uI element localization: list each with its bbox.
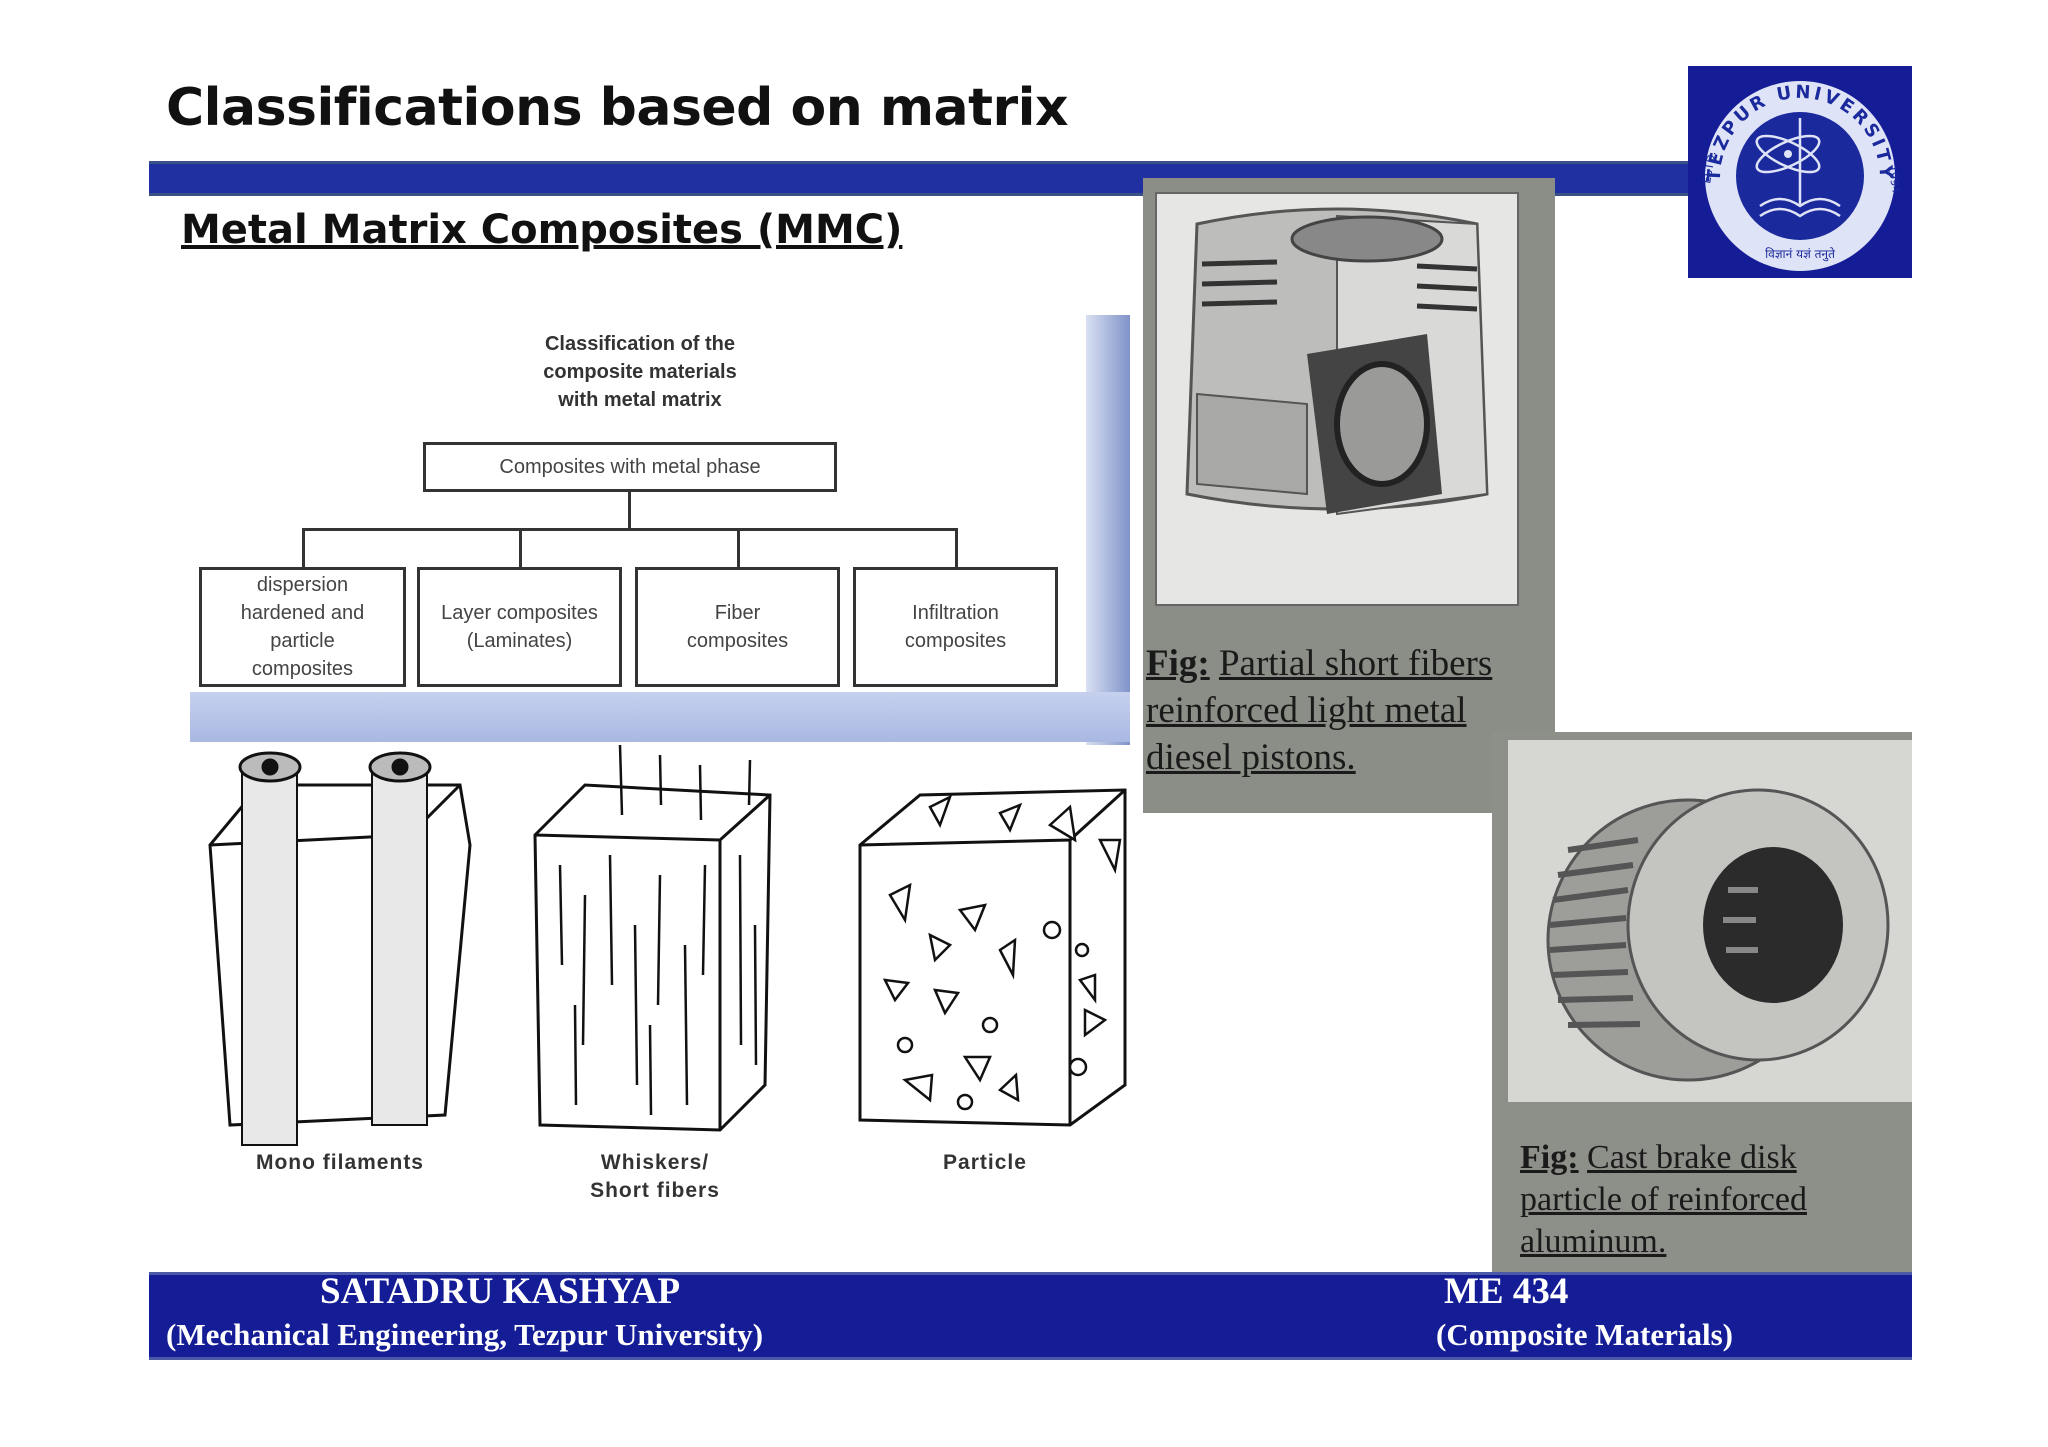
footer-course-code: ME 434: [1444, 1271, 1569, 1312]
fig-label: Fig:: [1146, 643, 1210, 684]
connector-line: [302, 528, 305, 568]
diagram-shadow-bottom: [190, 692, 1130, 742]
slide-footer: [149, 1272, 1912, 1360]
reinforcement-illustrations: Mono filaments Whiskers/ Short fibers Pa…: [190, 744, 1130, 1215]
piston-caption: Fig: Partial short fibers reinforced lig…: [1146, 643, 1493, 778]
diagram-child-node: Layer composites (Laminates): [417, 567, 622, 687]
diagram-child-node: Fiber composites: [635, 567, 840, 687]
diagram-title: Classification of the composite material…: [543, 333, 737, 411]
footer-author: SATADRU KASHYAP: [320, 1271, 681, 1312]
university-emblem-icon: TEZPUR UNIVERSITY ESTD. 1994 विज्ञानं यज…: [1700, 81, 1903, 271]
footer-affiliation: (Mechanical Engineering, Tezpur Universi…: [166, 1317, 764, 1352]
piston-image: [1185, 207, 1489, 516]
university-logo: TEZPUR UNIVERSITY ESTD. 1994 विज्ञानं यज…: [1688, 66, 1912, 278]
mono-filaments-drawing: [208, 751, 472, 1146]
fig-label: Fig:: [1520, 1139, 1579, 1176]
illustration-label: Whiskers/ Short fibers: [590, 1151, 720, 1202]
piston-photo: [1155, 192, 1519, 606]
logo-year: 1994: [1885, 164, 1903, 194]
connector-line: [628, 492, 631, 529]
diagram-child-node: Infiltration composites: [853, 567, 1058, 687]
connector-line: [955, 528, 958, 568]
whiskers-drawing: [533, 744, 772, 1132]
illustration-label: Mono filaments: [255, 1151, 424, 1174]
connector-line: [737, 528, 740, 568]
logo-motto: विज्ञानं यज्ञं तनुते: [1765, 247, 1836, 262]
brake-disk-caption: Fig: Cast brake disk particle of reinfor…: [1520, 1139, 1807, 1260]
diagram-child-node: dispersion hardened and particle composi…: [199, 567, 406, 687]
section-heading: Metal Matrix Composites (MMC): [181, 207, 903, 253]
brake-disk-image: [1508, 740, 1912, 1102]
reinforcement-drawings: [208, 744, 1127, 1146]
illustration-label: Particle: [943, 1151, 1027, 1174]
diagram-shadow-right: [1086, 315, 1130, 745]
diagram-root-node: Composites with metal phase: [423, 442, 837, 492]
footer-course-name: (Composite Materials): [1436, 1317, 1733, 1352]
connector-line: [302, 528, 957, 531]
particle-drawing: [858, 788, 1127, 1127]
slide-title: Classifications based on matrix: [166, 78, 1069, 138]
brake-disk-photo: [1508, 740, 1912, 1102]
logo-estd: ESTD.: [1700, 150, 1718, 184]
connector-line: [519, 528, 522, 568]
